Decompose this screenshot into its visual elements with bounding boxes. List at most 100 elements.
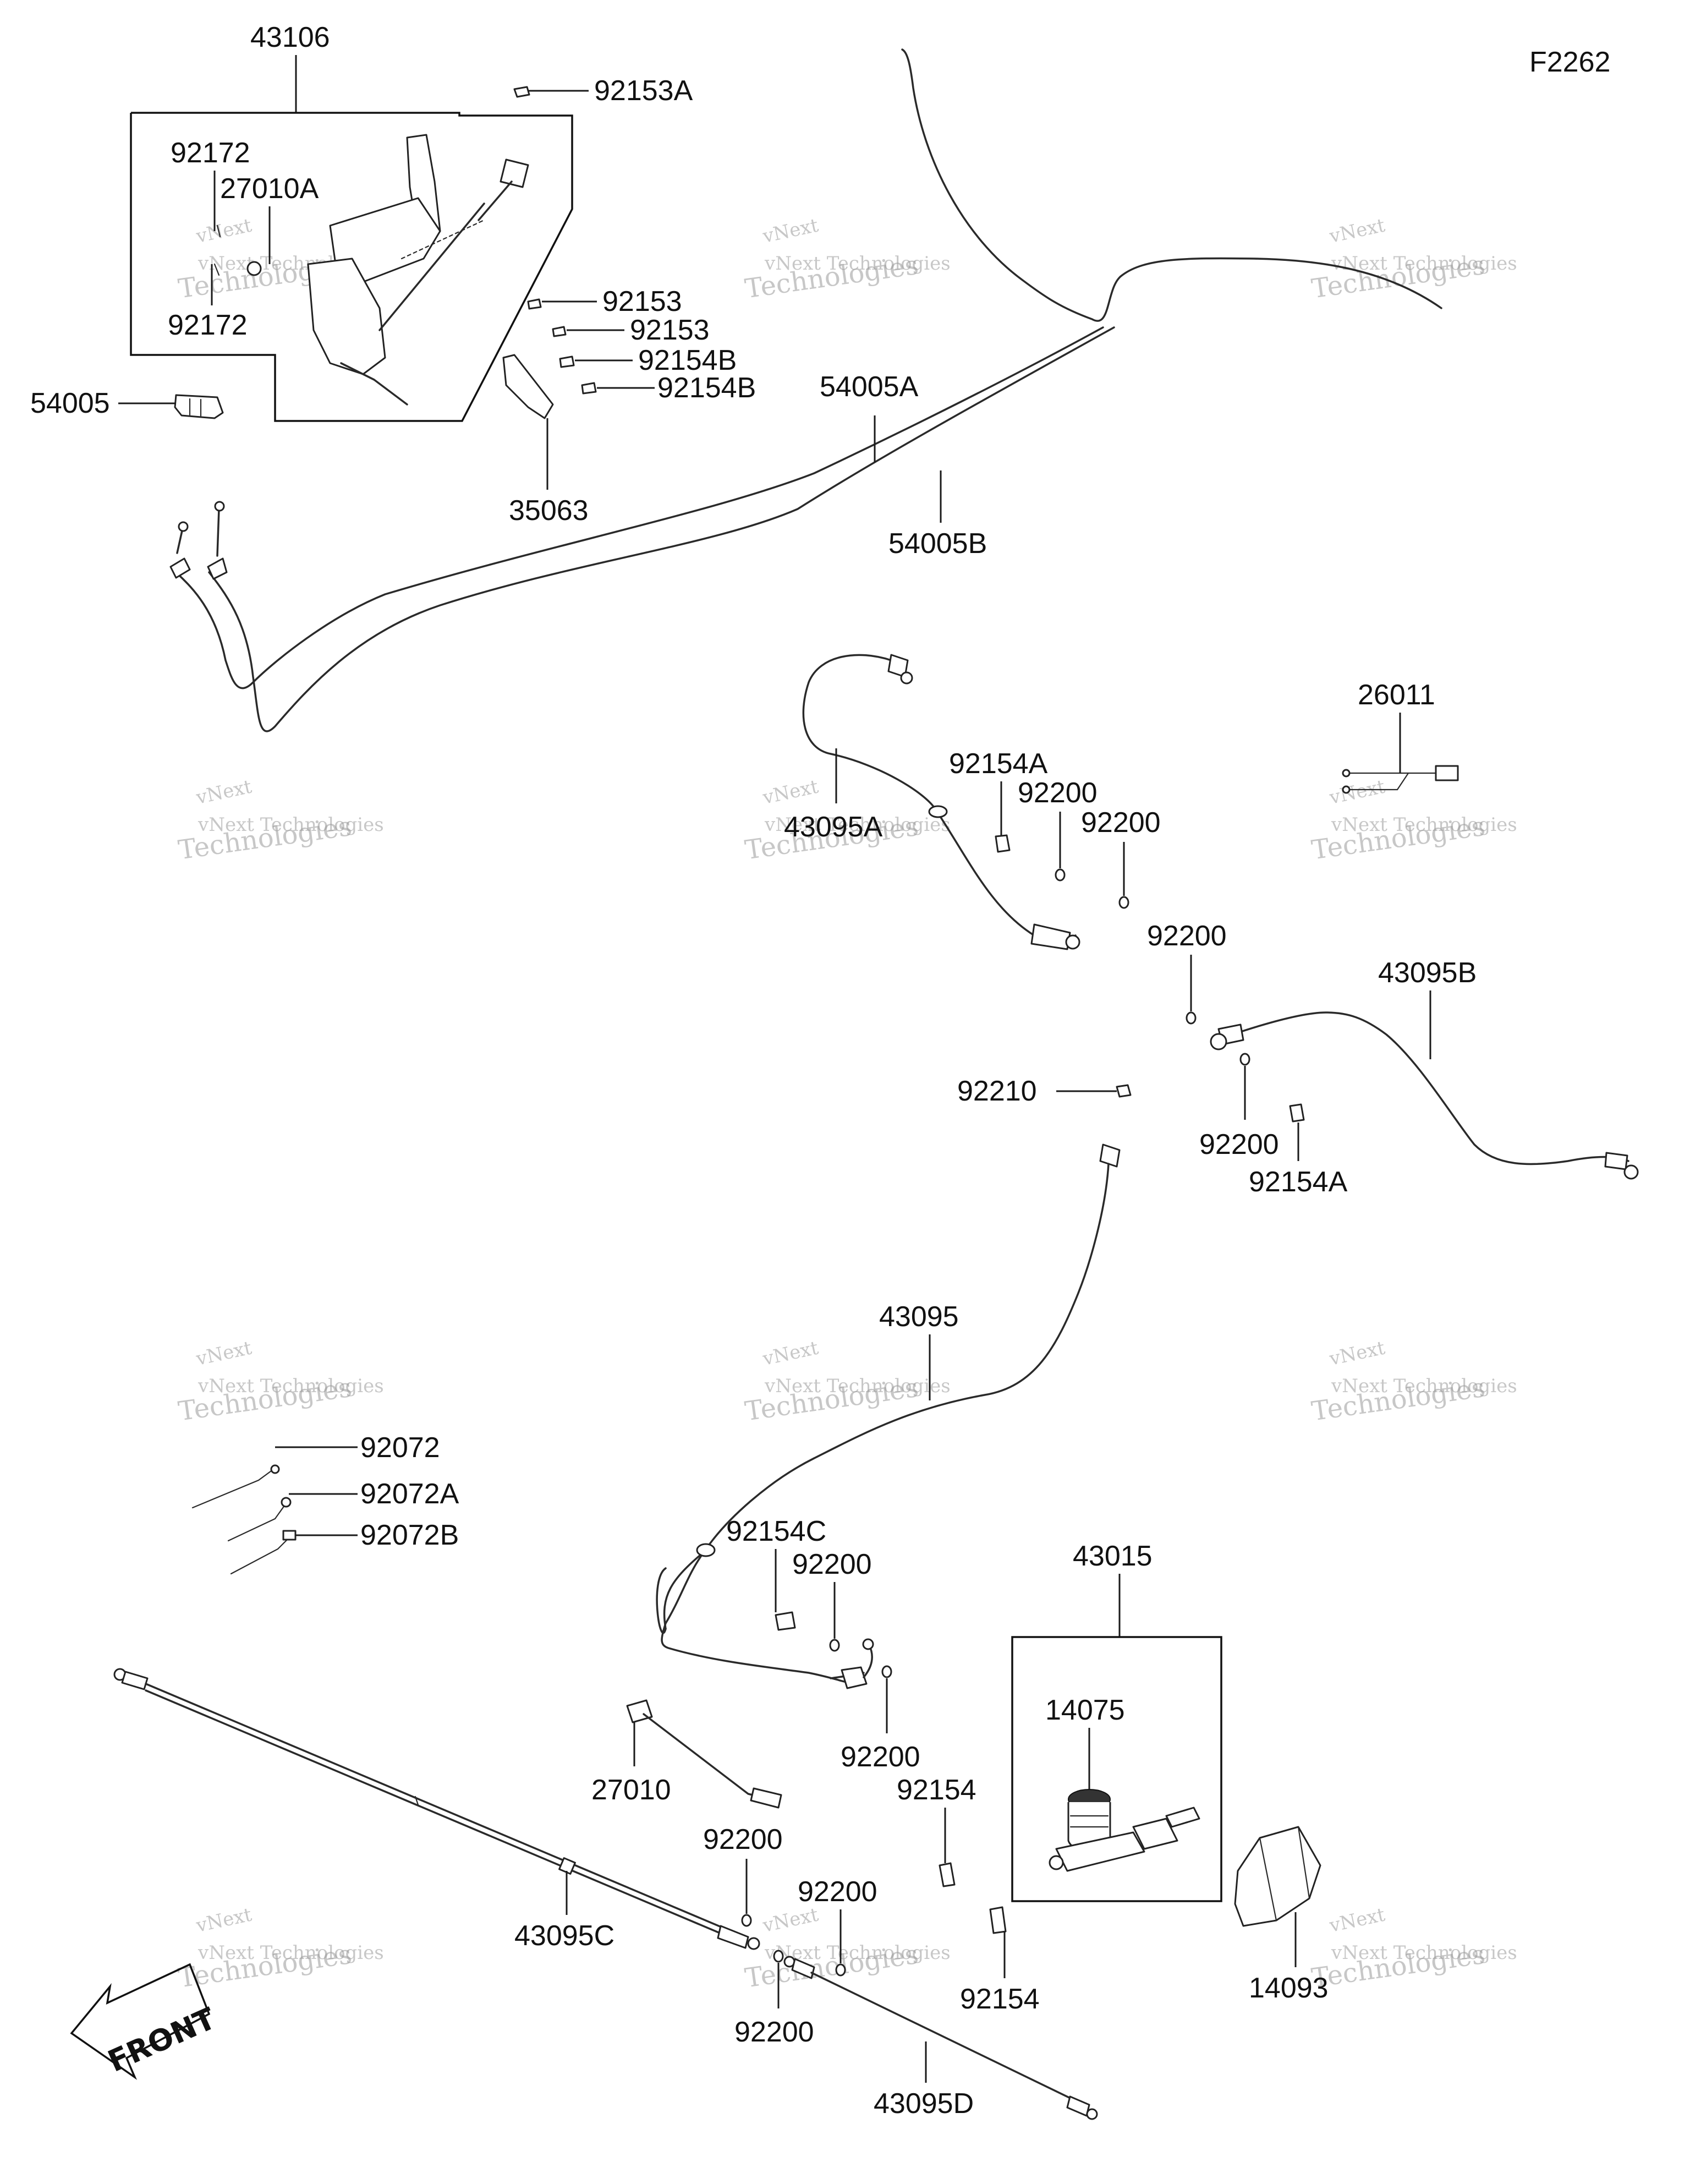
label-92200-i: 92200: [798, 1876, 877, 1908]
cable-54005B-end: [207, 557, 228, 580]
watermark-2: vNext vNext Technologies Technologies: [743, 215, 951, 305]
label-43015: 43015: [1073, 1540, 1153, 1572]
part-26011-drawing: [1342, 765, 1459, 794]
label-92200-b: 92200: [1081, 807, 1161, 839]
part-92172-bottom-drawing: [213, 263, 220, 276]
switch-wire-join: [1396, 772, 1409, 791]
label-92154-1: 92154: [897, 1774, 976, 1806]
switch-terminal-2: [1342, 785, 1351, 794]
watermark-group: vNext vNext Technologies Technologies vN…: [177, 215, 1517, 1994]
watermark-7: vNext vNext Technologies Technologies: [177, 1337, 384, 1427]
hose-43095A-path: [802, 654, 1077, 943]
pushrod: [378, 202, 485, 331]
label-92154A-top: 92154A: [949, 748, 1048, 780]
line-43095C-path: [145, 1683, 733, 1933]
hose-43095A-drawing: [802, 654, 1080, 950]
part-92172-top-drawing: [216, 225, 221, 238]
line-43095D-nut-right: [1066, 2095, 1090, 2117]
line-43095C-path-2: [145, 1689, 733, 1939]
frame-43106: [130, 112, 573, 422]
label-14075: 14075: [1045, 1694, 1125, 1726]
watermark-11: vNext vNext Technologies Technologies: [743, 1904, 951, 1994]
label-43095: 43095: [879, 1301, 959, 1333]
switch-27010-plunger: [750, 1787, 782, 1809]
part-92154C-drawing: [775, 1611, 796, 1631]
pushrod-end: [1165, 1807, 1200, 1828]
part-92072-head: [270, 1464, 280, 1474]
part-92072-drawing: [191, 1467, 276, 1509]
line-43095C-drawing: [113, 1668, 760, 1950]
svg-text:vNext: vNext: [194, 1904, 254, 1937]
part-92154A-bottom-drawing: [1289, 1103, 1305, 1123]
reservoir-ribs: [1069, 1815, 1109, 1828]
bracket-14093-plate: [1234, 1826, 1321, 1927]
hose-43095B-path: [1231, 1011, 1629, 1165]
line-43095C-clip-1: [414, 1796, 419, 1806]
svg-text:vNext: vNext: [760, 215, 820, 248]
label-43095B: 43095B: [1378, 957, 1477, 989]
part-92153-2-drawing: [552, 326, 567, 337]
svg-text:vNext: vNext: [1327, 1904, 1387, 1937]
bracket-lower: [307, 258, 386, 375]
label-27010: 27010: [591, 1774, 671, 1806]
part-92200-h-drawing: [773, 1950, 784, 1963]
part-92072A-drawing: [227, 1502, 287, 1542]
label-27010A: 27010A: [220, 173, 319, 205]
line-43095-fitting-top: [1099, 1143, 1121, 1168]
part-92200-f-drawing: [881, 1665, 892, 1678]
cable-54005B-drawing: [207, 326, 1115, 732]
label-92200-f: 92200: [841, 1741, 920, 1773]
cable-54005A-eye-ring: [178, 521, 189, 532]
label-43106: 43106: [250, 21, 330, 53]
svg-text:vNext Technologies: vNext Technologies: [764, 253, 951, 275]
part-54005-drawing: [174, 394, 224, 419]
cable-54005A-upper: [901, 48, 1442, 322]
cable-54005B-eye-ring: [214, 501, 225, 512]
line-43095D-path: [810, 1972, 1079, 2103]
svg-text:vNext: vNext: [194, 776, 254, 809]
part-92154-2-drawing: [989, 1906, 1007, 1934]
label-92210: 92210: [957, 1075, 1037, 1107]
label-92200-e: 92200: [792, 1548, 872, 1580]
svg-text:vNext: vNext: [194, 215, 254, 248]
front-arrow-outline: [70, 1963, 211, 2080]
label-92153-1: 92153: [602, 286, 682, 318]
line-43095-nut: [841, 1666, 868, 1689]
part-92200-g-drawing: [741, 1914, 752, 1927]
label-54005: 54005: [30, 387, 110, 419]
line-43095-end: [863, 1644, 873, 1678]
label-92172-top: 92172: [171, 137, 250, 169]
label-92153A: 92153A: [594, 75, 693, 107]
return-spring: [400, 219, 485, 260]
label-43095C: 43095C: [514, 1920, 614, 1952]
svg-text:vNext Technologies: vNext Technologies: [1331, 814, 1517, 836]
part-92154A-top-drawing: [995, 834, 1011, 853]
line-43095C-nut-right: [717, 1925, 749, 1949]
label-92200-a: 92200: [1018, 777, 1098, 809]
master-cylinder-drawing: [1049, 1789, 1200, 1872]
part-92200-a-drawing: [1055, 868, 1066, 882]
diagram-ref: F2262: [1529, 46, 1610, 78]
line-43095-flare: [862, 1638, 874, 1650]
bracket-14093-folds: [1259, 1826, 1310, 1922]
line-43095D-nut-left: [791, 1958, 815, 1979]
watermark-6: vNext vNext Technologies Technologies: [1310, 776, 1517, 866]
svg-text:vNext: vNext: [760, 776, 820, 809]
line-43095C-nut-left: [121, 1671, 149, 1690]
part-92210-drawing: [1116, 1084, 1132, 1098]
label-92154B-2: 92154B: [657, 372, 756, 404]
label-92172-bottom: 92172: [168, 309, 248, 341]
line-43095D-drawing: [783, 1956, 1098, 2120]
hose-43095B-drawing: [1210, 1011, 1639, 1180]
cable-54005B-eye: [216, 508, 220, 557]
part-54005-ribs: [189, 398, 202, 418]
label-92154B-1: 92154B: [638, 344, 737, 376]
cable-54005A-lower: [175, 326, 1104, 689]
bracket-tail: [340, 362, 408, 406]
part-92072B-head: [282, 1530, 297, 1541]
svg-text:vNext: vNext: [760, 1904, 820, 1937]
hose-43095A-banjo-top: [900, 671, 913, 685]
frame-43015: [1011, 1636, 1222, 1902]
svg-text:vNext Technologies: vNext Technologies: [1331, 1942, 1517, 1964]
hose-43095A-collar: [928, 805, 948, 818]
